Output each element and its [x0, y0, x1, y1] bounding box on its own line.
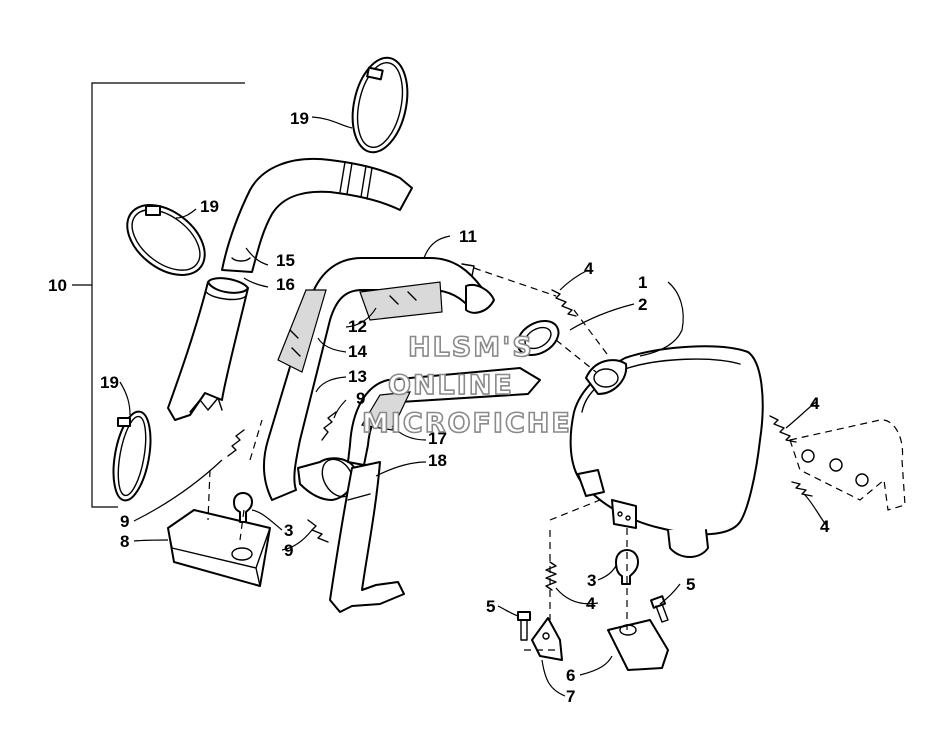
heat-shield-upper — [277, 281, 443, 373]
spring-bottom — [545, 561, 557, 591]
callout-9-middle: 9 — [356, 389, 365, 408]
mount-bracket-left — [531, 617, 563, 661]
hose-clamp-top — [351, 56, 409, 154]
hose-clamp-middle — [126, 204, 206, 276]
callout-11: 11 — [459, 227, 477, 246]
spring-top — [551, 289, 577, 317]
callout-4-bottom: 4 — [586, 594, 596, 613]
callout-8: 8 — [120, 532, 129, 551]
callout-19-lower: 19 — [100, 373, 119, 392]
watermark-line-1: HLSM'S — [408, 332, 534, 363]
heat-shield-lower — [329, 461, 405, 613]
exhaust-pipe-sleeve — [167, 277, 249, 421]
callout-16: 16 — [276, 275, 295, 294]
callout-4-right-lower: 4 — [820, 517, 830, 536]
hose-clamp-lower — [112, 410, 152, 502]
callout-12: 12 — [348, 317, 367, 336]
exhaust-head-pipe — [262, 257, 495, 501]
callout-5-left: 5 — [486, 597, 495, 616]
muffler — [569, 345, 764, 558]
callout-7: 7 — [566, 687, 575, 706]
bolt-right — [649, 595, 669, 623]
callout-13: 13 — [348, 367, 367, 386]
callout-9-lower: 9 — [284, 541, 293, 560]
callout-3-right: 3 — [587, 571, 596, 590]
callout-17: 17 — [428, 429, 447, 448]
tail-bracket — [789, 419, 906, 511]
callout-19-middle: 19 — [200, 197, 219, 216]
exhaust-pipe-upper — [221, 158, 413, 273]
spring-left — [227, 429, 245, 457]
spring-right-lower — [791, 481, 813, 497]
callout-14: 14 — [348, 342, 367, 361]
spring-middle — [321, 411, 337, 441]
watermark-line-2: ONLINE — [388, 370, 514, 401]
mounting-tray — [167, 509, 271, 587]
callout-3-left: 3 — [284, 521, 293, 540]
watermark-line-3: MICROFICHE — [362, 408, 572, 439]
gasket — [516, 319, 560, 357]
callout-4-right-upper: 4 — [810, 394, 820, 413]
spring-lower — [307, 519, 329, 543]
callout-9-left: 9 — [120, 512, 129, 531]
callout-10: 10 — [48, 276, 67, 295]
callout-18: 18 — [428, 451, 447, 470]
grommet-left — [233, 492, 253, 523]
callout-6: 6 — [566, 666, 575, 685]
mount-bracket-right — [607, 619, 669, 671]
callout-15: 15 — [276, 251, 295, 270]
bolt-left — [517, 611, 531, 641]
exhaust-pipe-lower — [347, 367, 541, 466]
spring-right-upper — [769, 415, 797, 443]
callout-1: 1 — [638, 273, 647, 292]
callout-5-right: 5 — [686, 575, 695, 594]
callout-4-top: 4 — [584, 259, 594, 278]
assembly-10-bracket — [72, 82, 245, 508]
callout-2: 2 — [638, 295, 647, 314]
callout-19-top: 19 — [290, 109, 309, 128]
